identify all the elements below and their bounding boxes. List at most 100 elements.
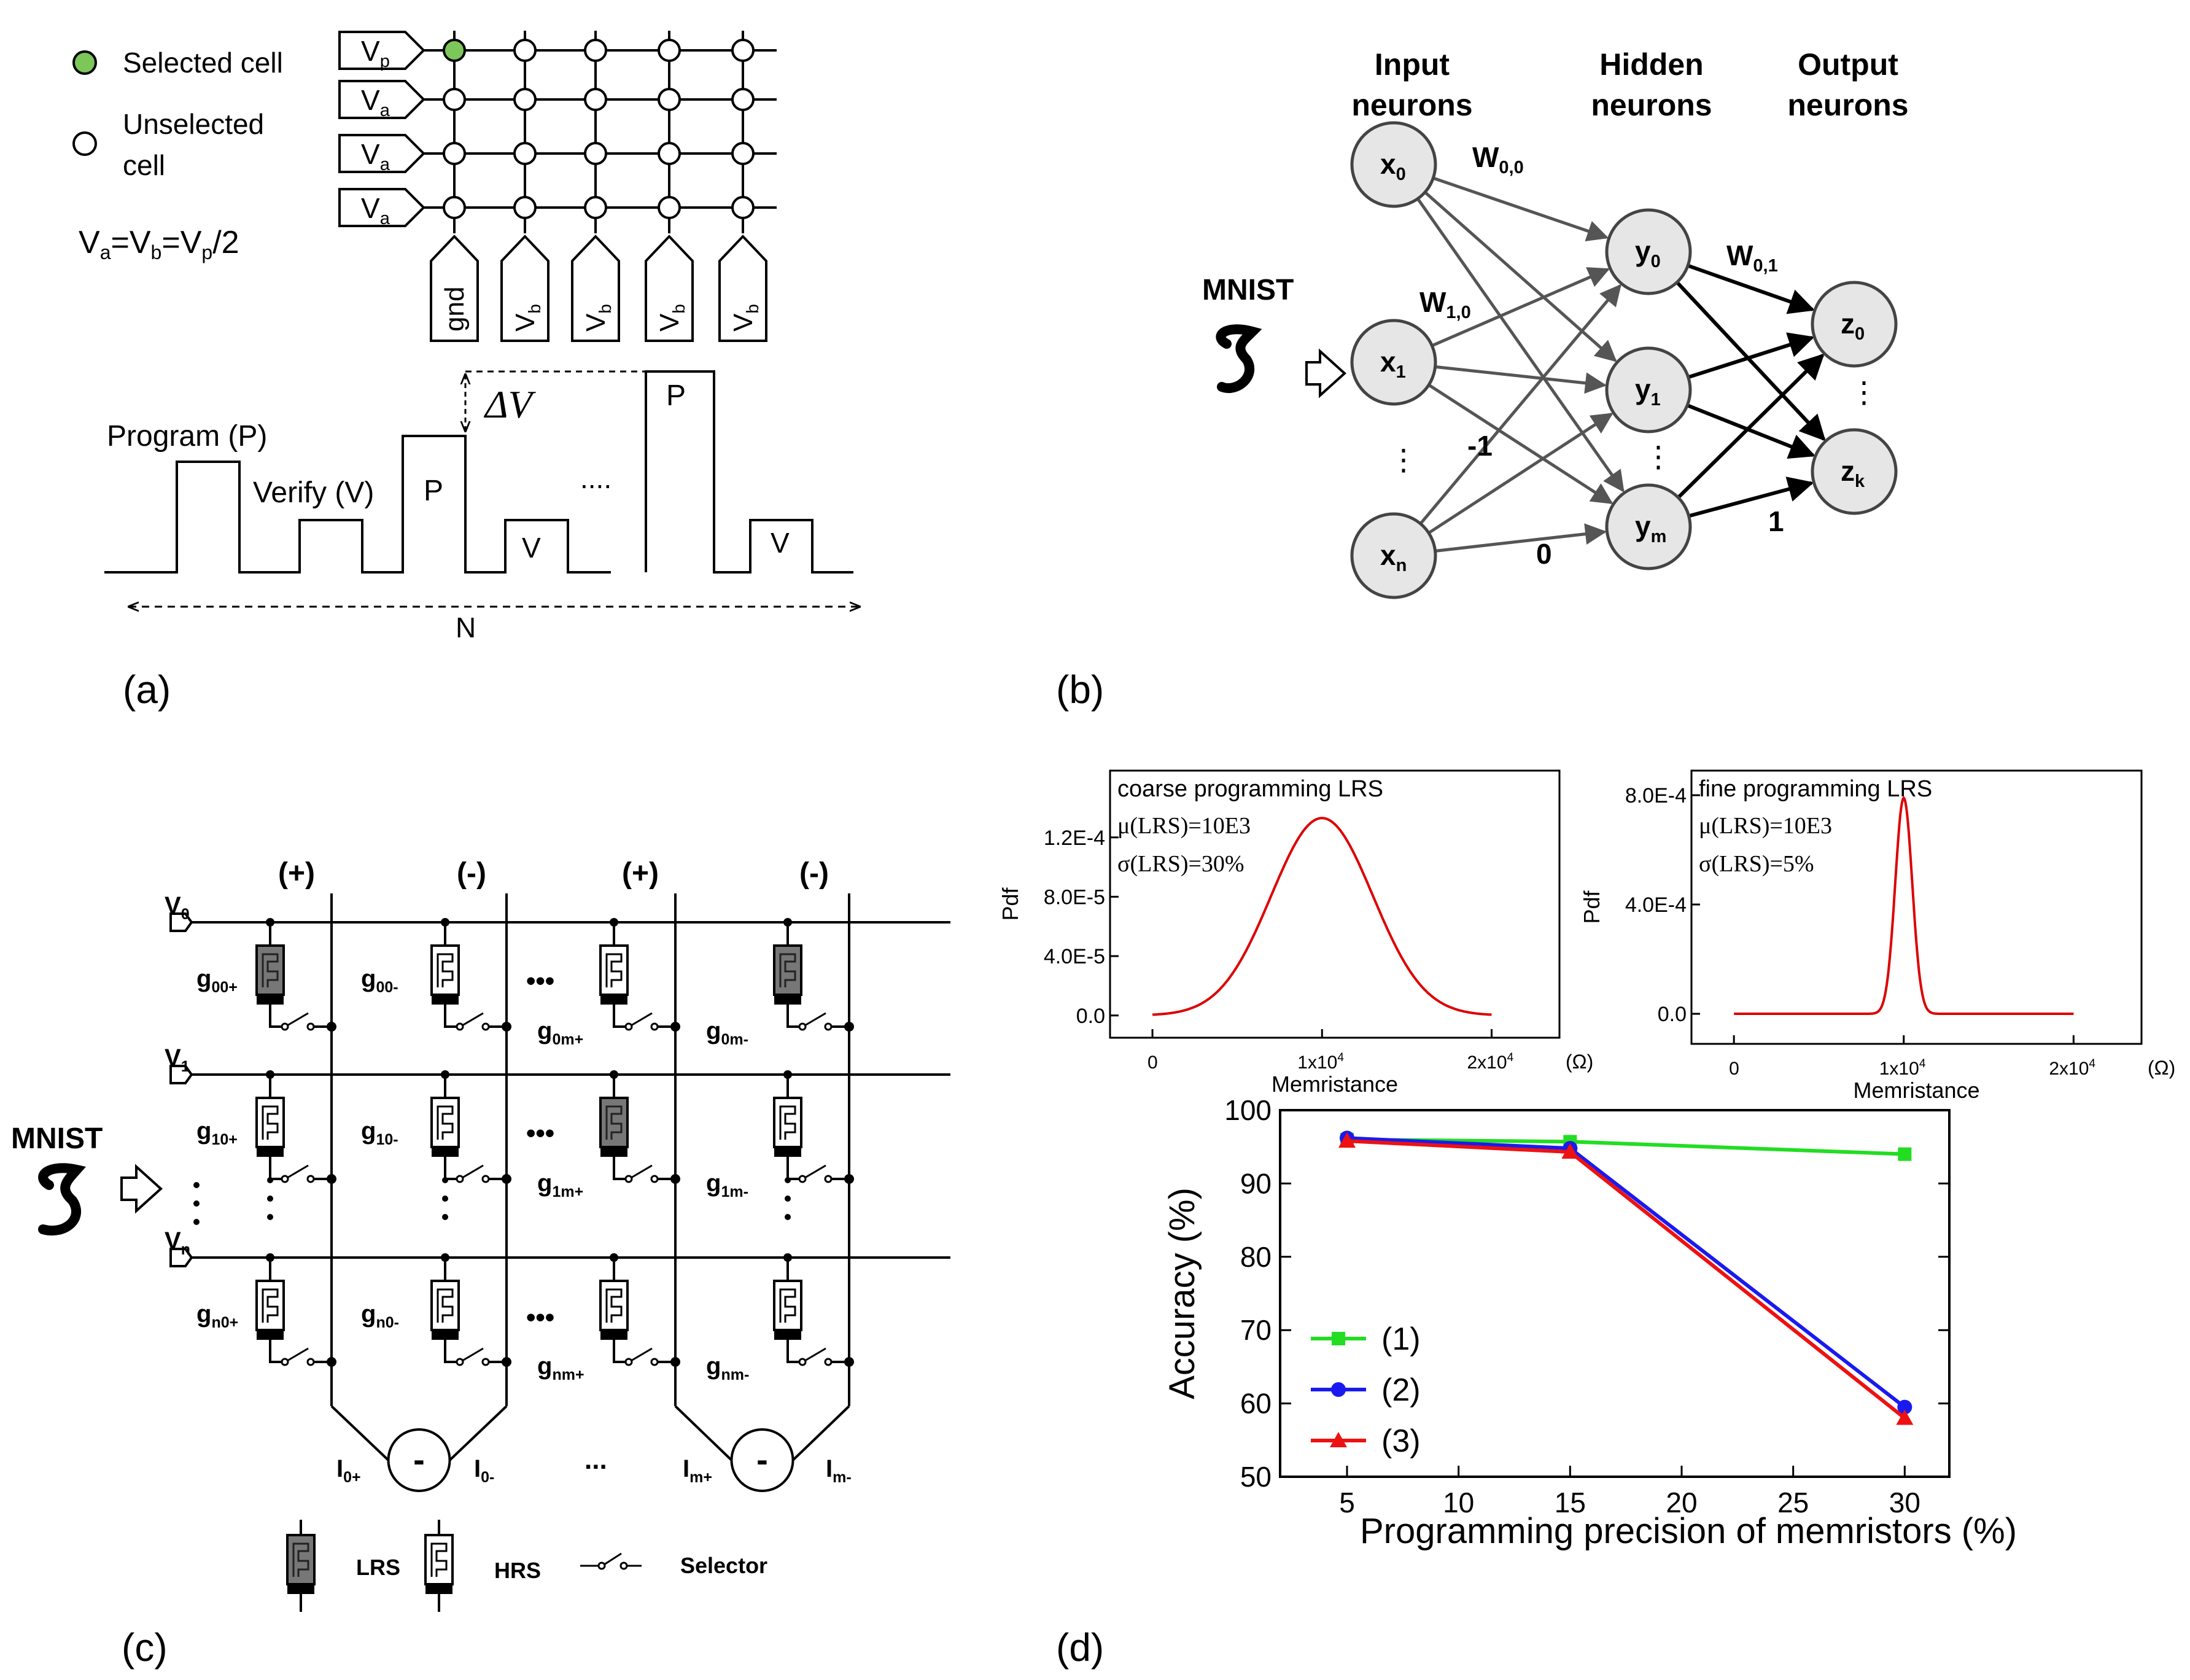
mnist-label-c: MNIST [11, 1122, 103, 1155]
series-2-point-0 [1338, 1132, 1356, 1148]
input-neuron-0-label: x0 [1380, 148, 1406, 184]
conductance-label-1-1: g10- [361, 1118, 398, 1148]
selector-pin-b-1-0 [306, 1175, 315, 1183]
y-tick-label-3: 1.2E-4 [1044, 826, 1105, 850]
memristor-0-3-body [773, 944, 802, 996]
legend-label-0: (1) [1381, 1321, 1421, 1357]
bitline-node-1-2 [670, 1174, 680, 1184]
y-tick-label-5: 100 [1224, 1094, 1272, 1126]
memristor-1-3 [773, 1097, 802, 1157]
selector-pin-a-2-2 [624, 1358, 633, 1366]
selector-lead-0-1 [444, 1005, 457, 1028]
selector-lead-2-0 [269, 1340, 282, 1363]
col-driver-1 [500, 235, 549, 342]
output-neuron-1 [1811, 428, 1898, 515]
x-tick-label-2: 2x104 [2049, 1057, 2095, 1079]
row-vdot-0-1 [267, 1196, 273, 1202]
y-tick-label-0: 50 [1240, 1461, 1272, 1493]
legend-marker-1 [1331, 1382, 1346, 1397]
memristor-0-3-electrode [774, 995, 801, 1005]
edge-x0-y1 [1424, 191, 1617, 362]
selector-pin-b-1-2 [650, 1175, 659, 1183]
hidden-neuron-2 [1605, 483, 1692, 570]
memristor-0-1-filament [437, 953, 454, 987]
bitline-node-1-3 [844, 1174, 854, 1184]
legend-lrs-icon-body [286, 1534, 316, 1585]
selector-switch-1-1 [462, 1164, 484, 1179]
selector-lead-1-3 [786, 1157, 800, 1180]
col-driver-3 [645, 235, 694, 342]
edge-y1-z1 [1687, 403, 1815, 459]
memristor-1-0-filament [262, 1105, 279, 1140]
polarity-1: (-) [457, 857, 486, 890]
conductance-label-2-2: gnm+ [537, 1353, 584, 1383]
conductance-label-0-0: g00+ [196, 965, 238, 996]
unselected-cell [731, 196, 755, 219]
legend-selector-label: Selector [680, 1553, 767, 1578]
mnist-digit-b [1216, 324, 1262, 393]
row-vdot-2-0 [785, 1177, 791, 1183]
row-vdot-2-1 [785, 1196, 791, 1202]
row-vdot-0-2 [267, 1214, 273, 1220]
x-axis-label: Memristance [1853, 1078, 1979, 1103]
layer-header-0-line2: neurons [1351, 88, 1472, 122]
col-ellipsis-1: ••• [526, 1118, 554, 1148]
sub-input-plus-1 [674, 1405, 732, 1461]
row-vdot-3-2 [193, 1219, 200, 1225]
memristor-2-0-filament [262, 1288, 279, 1323]
memristor-1-1 [430, 1097, 460, 1157]
y-tick-label-0: 0.0 [1658, 1003, 1687, 1026]
legend-marker-0 [1332, 1332, 1345, 1345]
col-driver-2 [571, 235, 620, 342]
legend-lrs-label: LRS [356, 1555, 400, 1580]
x-tick-label-2: 15 [1555, 1487, 1586, 1519]
row-vdot-1-1 [442, 1196, 448, 1202]
legend-label-1: (2) [1381, 1372, 1421, 1408]
y-tick-label-1: 4.0E-5 [1044, 945, 1105, 968]
plot-frame [1109, 769, 1561, 1039]
ellipsis-2: ⋮ [1849, 376, 1879, 409]
memristor-2-3-body [773, 1280, 802, 1331]
hidden-neuron-1 [1605, 346, 1692, 434]
memristor-0-3-filament [779, 953, 796, 987]
legend-selector-pin-b [619, 1561, 628, 1570]
edge-y0-z0 [1687, 263, 1815, 314]
selector-pin-a-0-0 [281, 1022, 289, 1031]
selected-cell [443, 39, 466, 62]
memristor-0-0-body [255, 944, 285, 996]
weight-value-0: 0 [1536, 538, 1552, 570]
unselected-cell [584, 88, 607, 111]
selector-pin-b-0-3 [824, 1022, 833, 1031]
selector-switch-1-2 [631, 1164, 653, 1179]
memristor-1-0-electrode [257, 1147, 284, 1157]
memristor-1-2 [599, 1097, 629, 1157]
series-2: (3) [1311, 1132, 1914, 1459]
unselected-cell [584, 142, 607, 165]
y-tick-label-2: 8.0E-4 [1625, 784, 1687, 807]
selector-pin-b-0-1 [481, 1022, 490, 1031]
unselected-cell [731, 39, 755, 62]
bitline-node-0-2 [670, 1022, 680, 1032]
selector-switch-1-0 [287, 1164, 309, 1179]
legend-selector-switch [604, 1552, 622, 1566]
memristor-2-1 [430, 1280, 460, 1340]
selector-lead-0-0 [269, 1005, 282, 1028]
unselected-cell [658, 142, 681, 165]
selector-pin-a-0-2 [624, 1022, 633, 1031]
conductance-label-1-0: g10+ [196, 1118, 238, 1148]
input-arrow-b [1305, 348, 1346, 399]
legend-hrs-icon-electrode [425, 1584, 452, 1594]
col-driver-label-0: gnd [440, 287, 470, 332]
unselected-cell-icon [72, 131, 97, 156]
memristor-0-1 [430, 944, 460, 1005]
legend-lrs-icon-electrode [287, 1584, 314, 1594]
unselected-cell [658, 88, 681, 111]
pdf-curve [1734, 796, 2074, 1015]
legend-hrs-icon-body [424, 1534, 454, 1585]
memristor-0-0 [255, 944, 285, 1005]
edge-x0-y0 [1432, 176, 1609, 242]
sub-input-plus-0 [330, 1405, 389, 1461]
memristor-0-1-electrode [432, 995, 459, 1005]
selector-switch-2-0 [287, 1347, 309, 1362]
input-neuron-2 [1350, 512, 1437, 599]
